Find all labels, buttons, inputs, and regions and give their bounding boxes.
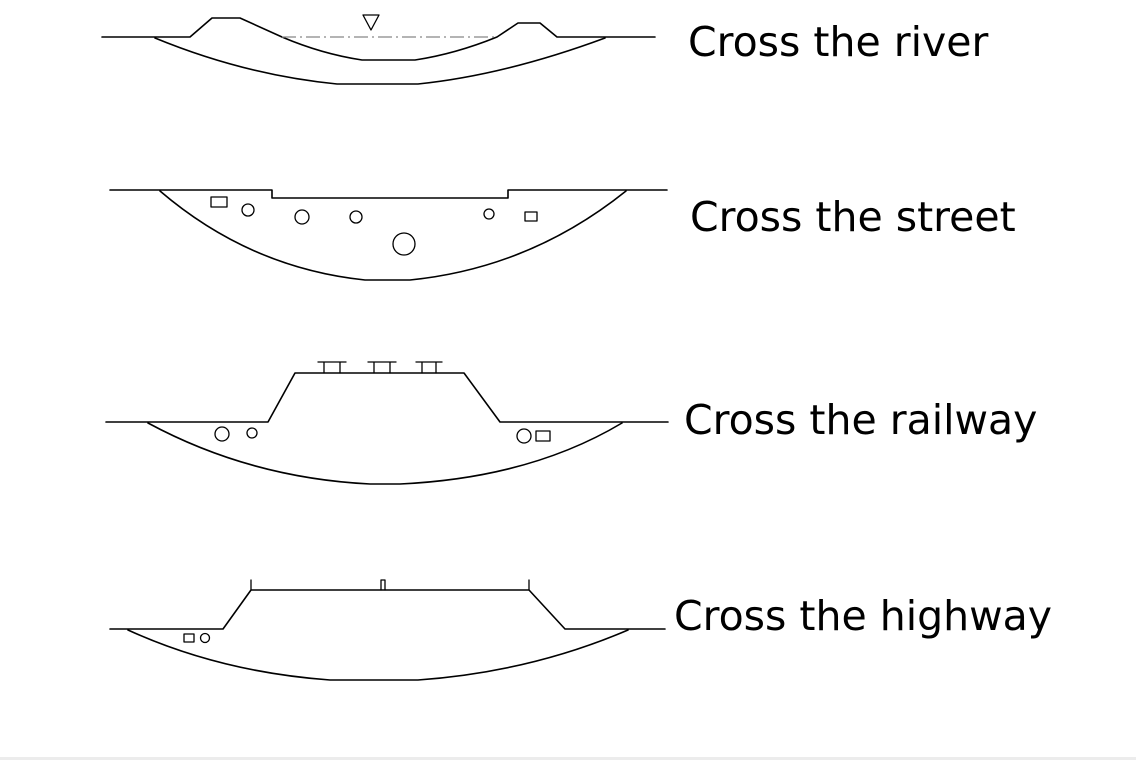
pipe-circle-7 [246, 427, 258, 439]
rail-tracks [317, 361, 443, 374]
pipe-circle-3 [349, 210, 363, 224]
street-tunnel-bottom [159, 190, 627, 281]
rail-track-2 [367, 361, 397, 374]
label-railway: Cross the railway [684, 396, 1037, 444]
highway-section [109, 579, 666, 681]
pipe-circle-6 [214, 426, 230, 442]
pipe-circle-5 [483, 208, 495, 220]
bottom-edge-strip [0, 757, 1136, 760]
highway-tunnel-bottom [127, 629, 629, 681]
river-ground-profile [101, 17, 656, 61]
pipe-rect-3 [535, 430, 551, 442]
river-section [101, 14, 656, 85]
pipe-circle-9 [199, 632, 211, 644]
railway-tunnel-bottom [147, 422, 623, 485]
pipe-rect-2 [524, 211, 538, 222]
water-level-icon [362, 14, 380, 31]
highway-ground-profile [109, 589, 666, 630]
rail-track-1 [317, 361, 347, 374]
railway-section [105, 361, 669, 485]
highway-pipes [183, 632, 211, 644]
rail-track-3 [415, 361, 443, 374]
label-river: Cross the river [688, 18, 988, 66]
pipe-circle-8 [516, 428, 532, 444]
railway-ground-profile [105, 372, 669, 423]
street-ground-profile [109, 189, 668, 199]
railway-pipes [214, 426, 551, 444]
pipe-circle-2 [294, 209, 310, 225]
pipe-circle-4 [392, 232, 416, 256]
pipe-circle-1 [241, 203, 255, 217]
highway-median [380, 579, 386, 591]
label-highway: Cross the highway [674, 592, 1052, 640]
pipe-rect-4 [183, 633, 195, 643]
label-street: Cross the street [690, 193, 1016, 241]
street-section [109, 189, 668, 281]
river-tunnel-bottom [154, 37, 606, 85]
street-pipes [210, 196, 538, 256]
pipe-rect-1 [210, 196, 228, 208]
